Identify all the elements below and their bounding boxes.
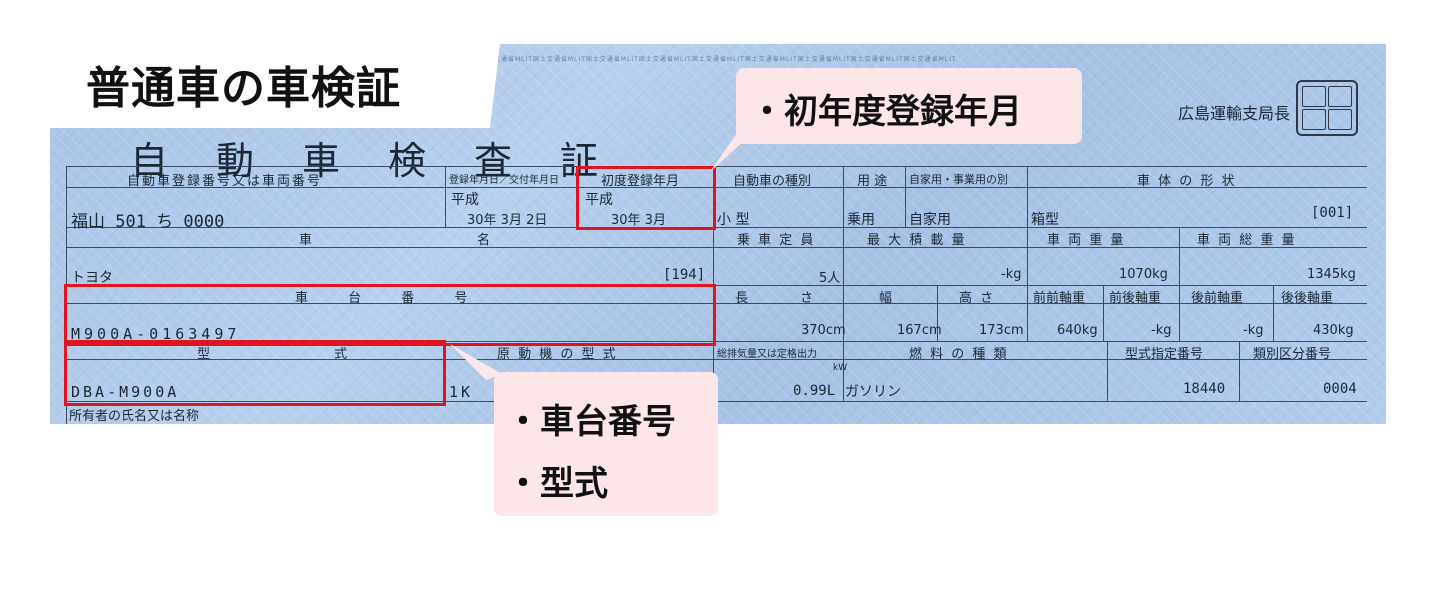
- height: 173cm: [979, 323, 1024, 338]
- header-registration-number: 自動車登録番号又は車両番号: [127, 174, 323, 189]
- first-registration-callout-pointer: [710, 126, 760, 172]
- grid-line: [67, 227, 1367, 228]
- first-registration-callout: ・初年度登録年月: [736, 68, 1082, 144]
- model-callout-text: ・型式: [506, 464, 608, 504]
- header-width: 幅: [879, 291, 895, 306]
- page-title: 普通車の車検証: [86, 63, 401, 114]
- header-vehicle-type: 自動車の種別: [733, 174, 812, 189]
- rf-axle: -kg: [1243, 323, 1264, 338]
- category-number: 0004: [1323, 381, 1357, 397]
- gross-weight: 1345kg: [1307, 267, 1356, 282]
- header-model: 型 式: [197, 347, 408, 362]
- max-load: -kg: [1001, 267, 1022, 282]
- grid-line: [67, 187, 1367, 188]
- maker-code: [194]: [663, 267, 706, 283]
- header-vehicle-weight: 車 両 重 量: [1047, 233, 1126, 248]
- header-displacement: 総排気量又は定格出力: [717, 349, 817, 360]
- header-length: 長 さ: [735, 291, 838, 306]
- header-owner: 所有者の氏名又は名称: [69, 409, 200, 424]
- grid-line: [1239, 341, 1240, 401]
- chassis-number: M900A-0163497: [71, 325, 241, 343]
- grid-line: [67, 359, 1367, 360]
- displacement-unit: kW: [833, 363, 848, 373]
- grid-line: [1179, 285, 1180, 341]
- fr-axle: -kg: [1151, 323, 1172, 338]
- grid-line: [1179, 227, 1180, 285]
- grid-line: [67, 285, 1367, 286]
- first-registration-date: 30年 3月: [611, 213, 666, 228]
- registration-date: 30年 3月 2日: [467, 213, 548, 228]
- grid-line: [1027, 285, 1028, 341]
- header-engine-model: 原 動 機 の 型 式: [497, 347, 618, 362]
- header-name: 名: [477, 233, 493, 248]
- grid-line: [1273, 285, 1274, 341]
- first-registration-era: 平成: [585, 192, 613, 208]
- chassis-model-callout: ・車台番号 ・型式: [494, 372, 718, 516]
- registration-number: 福山 501 ち 0000: [71, 212, 225, 232]
- registration-era: 平成: [451, 192, 479, 208]
- header-gross-weight: 車 両 総 重 量: [1197, 233, 1297, 248]
- header-chassis-number: 車 台 番 号: [295, 291, 486, 306]
- capacity: 5人: [819, 271, 841, 286]
- header-usage: 用 途: [857, 174, 888, 189]
- chassis-callout-text: ・車台番号: [506, 402, 676, 442]
- width: 167cm: [897, 323, 942, 338]
- model-highlight: [64, 340, 446, 406]
- private-business: 自家用: [909, 212, 951, 228]
- header-type-designation: 型式指定番号: [1125, 347, 1204, 362]
- grid-line: [445, 167, 446, 227]
- fuel: ガソリン: [845, 384, 901, 400]
- header-capacity: 乗 車 定 員: [737, 233, 816, 248]
- usage: 乗用: [847, 212, 875, 228]
- grid-line: [1103, 285, 1104, 341]
- certificate-grid: 自動車登録番号又は車両番号 登録年月日／交付年月日 初度登録年月 自動車の種別 …: [66, 166, 1367, 424]
- header-fr-axle: 前後軸重: [1109, 291, 1162, 306]
- header-maker: 車: [299, 233, 315, 248]
- grid-line: [1027, 167, 1028, 285]
- header-max-load: 最 大 積 載 量: [867, 233, 967, 248]
- header-category-number: 類別区分番号: [1253, 347, 1332, 362]
- issuer-name: 広島運輸支局長: [1178, 104, 1291, 123]
- grid-line: [843, 167, 844, 401]
- ff-axle: 640kg: [1057, 323, 1098, 338]
- engine-model: 1K: [449, 383, 474, 401]
- length: 370cm: [801, 323, 846, 338]
- chassis-number-highlight: [64, 284, 716, 346]
- grid-line: [67, 303, 1367, 304]
- grid-line: [1107, 341, 1108, 401]
- body-shape: 箱型: [1031, 212, 1059, 228]
- header-height: 高 さ: [959, 291, 996, 306]
- rr-axle: 430kg: [1313, 323, 1354, 338]
- first-registration-highlight: [576, 166, 716, 230]
- body-shape-code: [001]: [1311, 205, 1354, 221]
- vehicle-type: 小 型: [717, 212, 750, 228]
- grid-line: [937, 285, 938, 341]
- header-rf-axle: 後前軸重: [1191, 291, 1244, 306]
- model: DBA-M900A: [71, 383, 180, 401]
- vehicle-weight: 1070kg: [1119, 267, 1168, 282]
- displacement: 0.99L: [793, 383, 836, 399]
- header-body-shape: 車 体 の 形 状: [1137, 174, 1237, 189]
- header-ff-axle: 前前軸重: [1033, 291, 1086, 306]
- header-registration-date: 登録年月日／交付年月日: [449, 175, 559, 186]
- header-rr-axle: 後後軸重: [1281, 291, 1334, 306]
- first-registration-callout-text: ・初年度登録年月: [750, 92, 1022, 132]
- header-first-registration: 初度登録年月: [601, 174, 680, 189]
- grid-line: [905, 167, 906, 227]
- official-seal: [1296, 80, 1358, 136]
- maker: トヨタ: [71, 270, 113, 286]
- grid-line: [67, 247, 1367, 248]
- header-fuel: 燃 料 の 種 類: [909, 347, 1009, 362]
- certificate-title: 自動車検査証: [130, 139, 647, 183]
- security-strip: 国土交通省MLIT国土交通省MLIT国土交通省MLIT国土交通省MLIT国土交通…: [480, 56, 957, 63]
- type-designation: 18440: [1183, 381, 1226, 397]
- header-private-business: 自家用・事業用の別: [909, 173, 1008, 186]
- chassis-model-callout-pointer: [450, 344, 502, 380]
- grid-line: [67, 341, 1367, 342]
